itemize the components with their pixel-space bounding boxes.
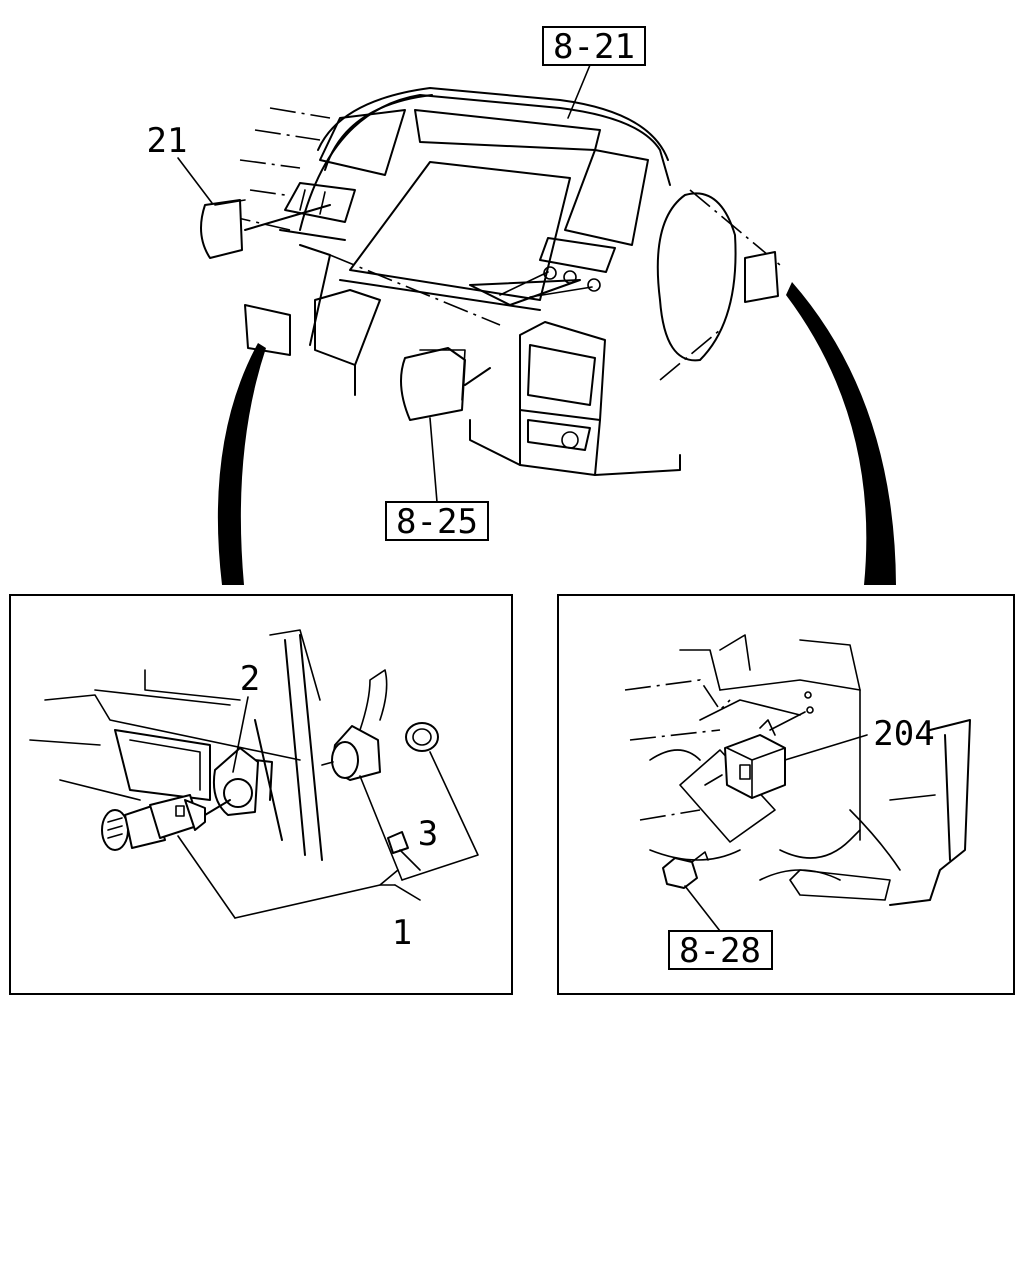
part-204-relay xyxy=(724,734,786,799)
callout-3-label: 3 xyxy=(418,814,438,854)
callout-204-label: 204 xyxy=(873,714,934,754)
lighter-knob xyxy=(101,809,129,851)
callout-2-label: 2 xyxy=(240,659,260,699)
callout-8-28: 8-28 xyxy=(668,885,773,971)
part-3-bulb xyxy=(387,831,409,854)
part-8-25-switch xyxy=(400,347,466,421)
callout-8-25: 8-25 xyxy=(385,417,489,542)
right-detail-connector-arc xyxy=(786,282,896,585)
part-21-switch xyxy=(200,199,243,259)
callout-21-label: 21 xyxy=(147,121,188,161)
callout-204-leader xyxy=(784,734,868,761)
callout-2-leader xyxy=(232,696,249,773)
callout-8-21-label: 8-21 xyxy=(553,27,635,67)
relay-mounting-detail-panel xyxy=(557,594,1015,995)
callout-1-label: 1 xyxy=(392,913,412,953)
bolt-8-28 xyxy=(662,857,698,889)
callout-8-28-label: 8-28 xyxy=(679,931,761,971)
instrument-panel-overview xyxy=(200,87,781,476)
left-detail-connector-arc xyxy=(217,343,266,585)
cigarette-lighter-detail-panel xyxy=(9,594,513,995)
part-ring xyxy=(405,722,439,752)
callout-21: 21 xyxy=(147,121,213,204)
callout-8-25-label: 8-25 xyxy=(396,502,478,542)
callout-8-21: 8-21 xyxy=(542,26,646,119)
